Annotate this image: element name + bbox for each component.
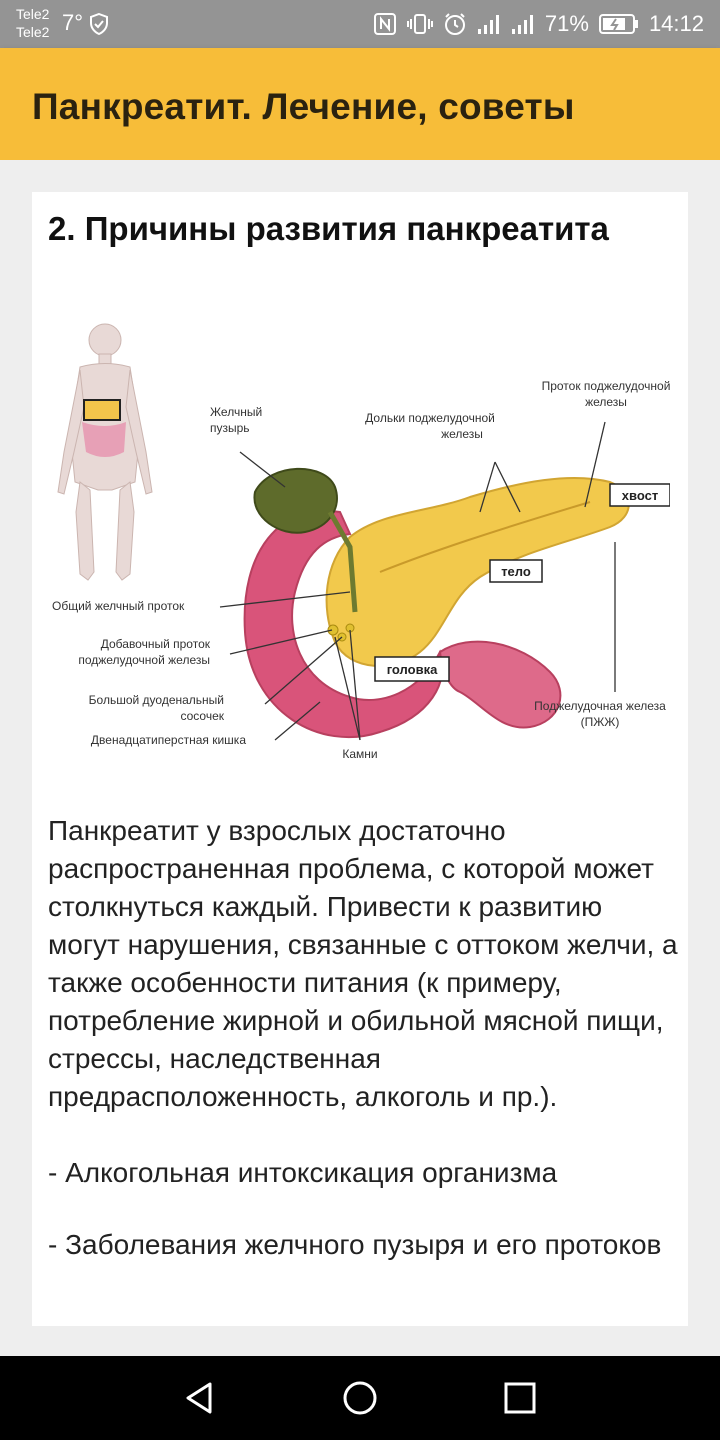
app-title: Панкреатит. Лечение, советы: [32, 86, 575, 127]
accessory-duct-label-2: поджелудочной железы: [78, 653, 210, 667]
lobules-label-2: железы: [441, 427, 483, 441]
body-label: тело: [501, 564, 531, 579]
pancreas-label-1: Поджелудочная железа: [534, 699, 666, 713]
gallbladder-label-1: Желчный: [210, 405, 262, 419]
content-scroll-area[interactable]: 2. Причины развития панкреатита: [0, 160, 720, 1356]
battery-icon: [598, 13, 639, 35]
vibrate-icon: [406, 12, 433, 36]
lobules-label-1: Дольки поджелудочной: [365, 411, 495, 425]
section-title: 2. Причины развития панкреатита: [48, 210, 609, 247]
bile-duct-line: [327, 510, 358, 613]
home-button[interactable]: [338, 1376, 382, 1420]
cause-item-gallbladder: - Заболевания желчного пузыря и его прот…: [48, 1229, 662, 1260]
gallbladder-shape: [253, 467, 338, 534]
status-icons: 71% 14:12: [373, 8, 704, 40]
pancreas-label-2: (ПЖЖ): [581, 715, 620, 729]
alarm-icon: [443, 12, 467, 36]
duodenum-loop-shape: [438, 640, 562, 729]
battery-percent: 71%: [544, 11, 589, 36]
cause-item-alcohol: - Алкогольная интоксикация организма: [48, 1157, 558, 1188]
carrier-1: Tele2: [16, 6, 50, 22]
status-bar: Tele2 Tele2 7° 71% 14:12: [0, 0, 720, 48]
papilla-label-1: Большой дуоденальный: [89, 693, 224, 707]
pancreatic-duct-line: [379, 501, 591, 573]
gallbladder-label-2: пузырь: [210, 421, 250, 435]
article-card: 2. Причины развития панкреатита: [32, 192, 688, 1326]
clock: 14:12: [648, 11, 704, 36]
signal-icon: [477, 13, 501, 35]
tail-label: хвост: [622, 488, 658, 503]
head-label: головка: [387, 662, 438, 677]
carrier-2: Tele2: [16, 24, 50, 40]
papilla-label-2: сосочек: [180, 709, 224, 723]
head-label-box: [374, 656, 450, 682]
duct-label-1: Проток поджелудочной: [542, 379, 670, 393]
home-circle-icon: [343, 1381, 377, 1415]
diagram-leader-lines: [219, 421, 616, 741]
shield-icon: [90, 12, 108, 40]
duct-label-2: железы: [585, 395, 627, 409]
recent-square-icon: [504, 1382, 536, 1414]
stones-label: Камни: [342, 747, 377, 761]
app-bar: Панкреатит. Лечение, советы: [0, 48, 720, 160]
pancreas-diagram: хвост тело головка Желчный пузырь Дольки…: [50, 312, 671, 782]
accessory-duct-label-1: Добавочный проток: [101, 637, 211, 651]
carrier-names: Tele2 Tele2: [16, 5, 49, 41]
pancreas-shape: [325, 477, 630, 667]
common-bile-duct-label: Общий желчный проток: [52, 599, 185, 613]
back-triangle-icon: [186, 1382, 212, 1414]
recent-apps-button[interactable]: [498, 1376, 542, 1420]
body-label-box: [489, 559, 543, 583]
duodenum-label: Двенадцатиперстная кишка: [91, 733, 246, 747]
article-paragraph: Панкреатит у взрослых достаточно распрос…: [48, 815, 678, 1112]
signal-icon: [511, 13, 535, 35]
temperature: 7°: [62, 10, 84, 35]
navigation-bar: [0, 1356, 720, 1440]
nfc-icon: [373, 12, 397, 36]
human-silhouette-image: [57, 323, 153, 581]
back-button[interactable]: [178, 1376, 222, 1420]
